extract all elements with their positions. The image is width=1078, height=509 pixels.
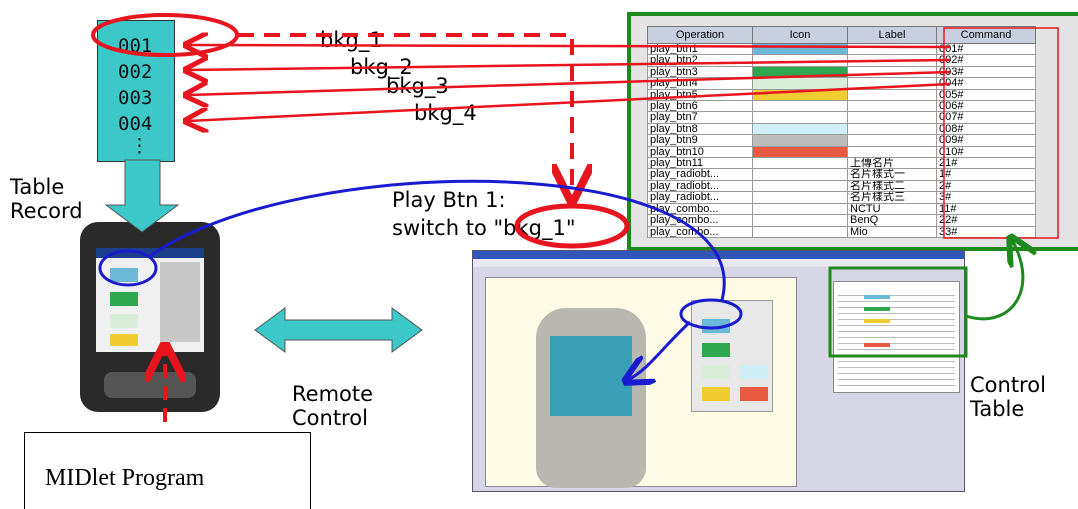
map-arrow-2: [188, 60, 951, 70]
highlight-ellipse-001: [91, 13, 239, 57]
col-header-operation: Operation: [647, 26, 753, 44]
bkg-option[interactable]: [702, 319, 730, 333]
emulator-phone: [536, 308, 646, 488]
op-cell: play_btn8: [647, 122, 753, 136]
map-arrow-4: [188, 82, 951, 121]
green-rect: [828, 266, 968, 358]
bkg-option[interactable]: [702, 343, 730, 357]
double-arrow: [254, 307, 423, 353]
table-record-list: 001 002 003 004 ⋮: [97, 20, 175, 162]
green-arrow: [965, 240, 1023, 321]
map-arrow-1: [188, 45, 951, 47]
col-header-label: Label: [847, 26, 937, 44]
op-cell: play_radiobt...: [647, 191, 753, 204]
emulator-panel: [485, 277, 797, 488]
bkg-thumbnail[interactable]: [110, 268, 138, 282]
mini-control-table: [833, 281, 960, 393]
op-cell: play_radiobt...: [647, 168, 753, 181]
op-cell: play_combo...: [647, 202, 753, 216]
bkg-chooser: [691, 300, 773, 412]
bkg-option[interactable]: [702, 387, 730, 401]
blue-curve: [149, 179, 726, 301]
label-cell: Mio: [847, 225, 937, 238]
phone-screen: [96, 248, 204, 352]
command-column-highlight: [943, 27, 1059, 239]
col-header-command: Command: [936, 26, 1036, 44]
application-window: [472, 250, 965, 492]
bkg-thumbnail[interactable]: [110, 334, 138, 346]
bkg-label-4: bkg_4: [414, 101, 477, 125]
bkg-option[interactable]: [702, 365, 730, 379]
control-table-label: Control Table: [970, 373, 1046, 421]
map-arrow-3: [188, 70, 951, 95]
record-item: 002: [118, 61, 153, 83]
bkg-option[interactable]: [740, 387, 768, 401]
label-cell: 名片樣式一: [847, 168, 937, 181]
col-header-icon: Icon: [752, 26, 848, 44]
blue-ellipse-app: [679, 298, 743, 330]
label-cell: 名片樣式三: [847, 191, 937, 204]
record-item: 003: [118, 87, 153, 109]
op-cell: play_btn11: [647, 157, 753, 170]
record-item: ⋮: [130, 135, 149, 157]
dashed-arrow: [238, 33, 572, 196]
op-cell: play_radiobt...: [647, 179, 753, 193]
blue-arrow: [628, 320, 692, 380]
highlight-ellipse-bkg1: [514, 203, 630, 249]
blue-ellipse-phone: [98, 249, 158, 287]
bkg-option[interactable]: [740, 365, 768, 379]
midlet-program-box: MIDlet Program: [24, 432, 311, 509]
down-arrow: [104, 159, 180, 233]
remote-control-label: Remote Control: [292, 382, 374, 430]
play-btn-label: Play Btn 1: switch to "bkg_1": [392, 188, 576, 240]
bkg-thumbnail[interactable]: [110, 314, 138, 328]
midlet-program-label: MIDlet Program: [45, 465, 205, 491]
bkg-label-3: bkg_3: [386, 74, 449, 98]
bkg-thumbnail[interactable]: [110, 292, 138, 306]
icon-cell: [752, 225, 848, 238]
record-item: 004: [118, 113, 153, 135]
cmd-cell: 11#: [936, 202, 1036, 216]
label-cell: 名片樣式二: [847, 179, 937, 193]
window-menubar[interactable]: [473, 259, 964, 267]
bkg-label-1: bkg_1: [320, 28, 383, 52]
table-record-label: Table Record: [10, 175, 83, 223]
